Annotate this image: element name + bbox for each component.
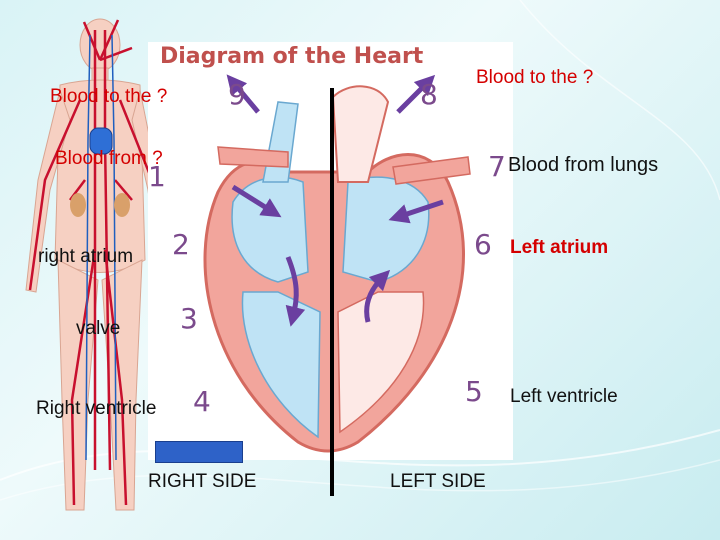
- arrow-to-body-right: [396, 74, 436, 114]
- number-7: 7: [488, 150, 506, 183]
- label-blood-from-lungs: Blood from lungs: [508, 154, 659, 176]
- pulmonary-vein-vessel: [392, 156, 471, 185]
- human-circulatory-figure: [25, 18, 169, 511]
- arrow-into-right-atrium: [231, 184, 282, 218]
- number-6: 6: [474, 228, 492, 261]
- number-2: 2: [172, 228, 190, 261]
- arrow-to-lungs-left: [226, 74, 260, 114]
- center-divider-line: [330, 88, 334, 496]
- label-right-atrium: right atrium: [38, 246, 134, 267]
- number-9: 9: [228, 78, 246, 111]
- label-blood-to-left: Blood to the ?: [50, 86, 168, 107]
- label-right-side: RIGHT SIDE: [148, 471, 257, 492]
- vena-cava-vessel: [217, 146, 289, 168]
- diagram-title: Diagram of the Heart: [160, 44, 424, 69]
- label-right-ventricle: Right ventricle: [36, 398, 157, 419]
- label-left-side: LEFT SIDE: [390, 471, 486, 492]
- label-left-ventricle: Left ventricle: [510, 386, 618, 407]
- number-5: 5: [465, 375, 483, 408]
- label-blood-to-right: Blood to the ?: [476, 67, 594, 88]
- left-ventricle-chamber: [337, 291, 425, 434]
- number-8: 8: [420, 78, 438, 111]
- label-valve: valve: [76, 318, 121, 339]
- highlight-box: [155, 441, 243, 463]
- number-3: 3: [180, 302, 198, 335]
- label-blood-from-left: Blood from ?: [55, 148, 163, 169]
- label-left-atrium: Left atrium: [510, 237, 609, 258]
- pulmonary-artery-vessel: [262, 101, 299, 183]
- number-4: 4: [193, 385, 211, 418]
- heart-illustration: [203, 74, 471, 453]
- aorta-vessel: [331, 85, 390, 183]
- right-ventricle-chamber: [241, 291, 321, 439]
- arrow-right-av: [285, 256, 306, 327]
- arrow-into-left-atrium: [388, 199, 444, 224]
- number-1: 1: [148, 160, 166, 193]
- arrow-left-av: [364, 269, 391, 323]
